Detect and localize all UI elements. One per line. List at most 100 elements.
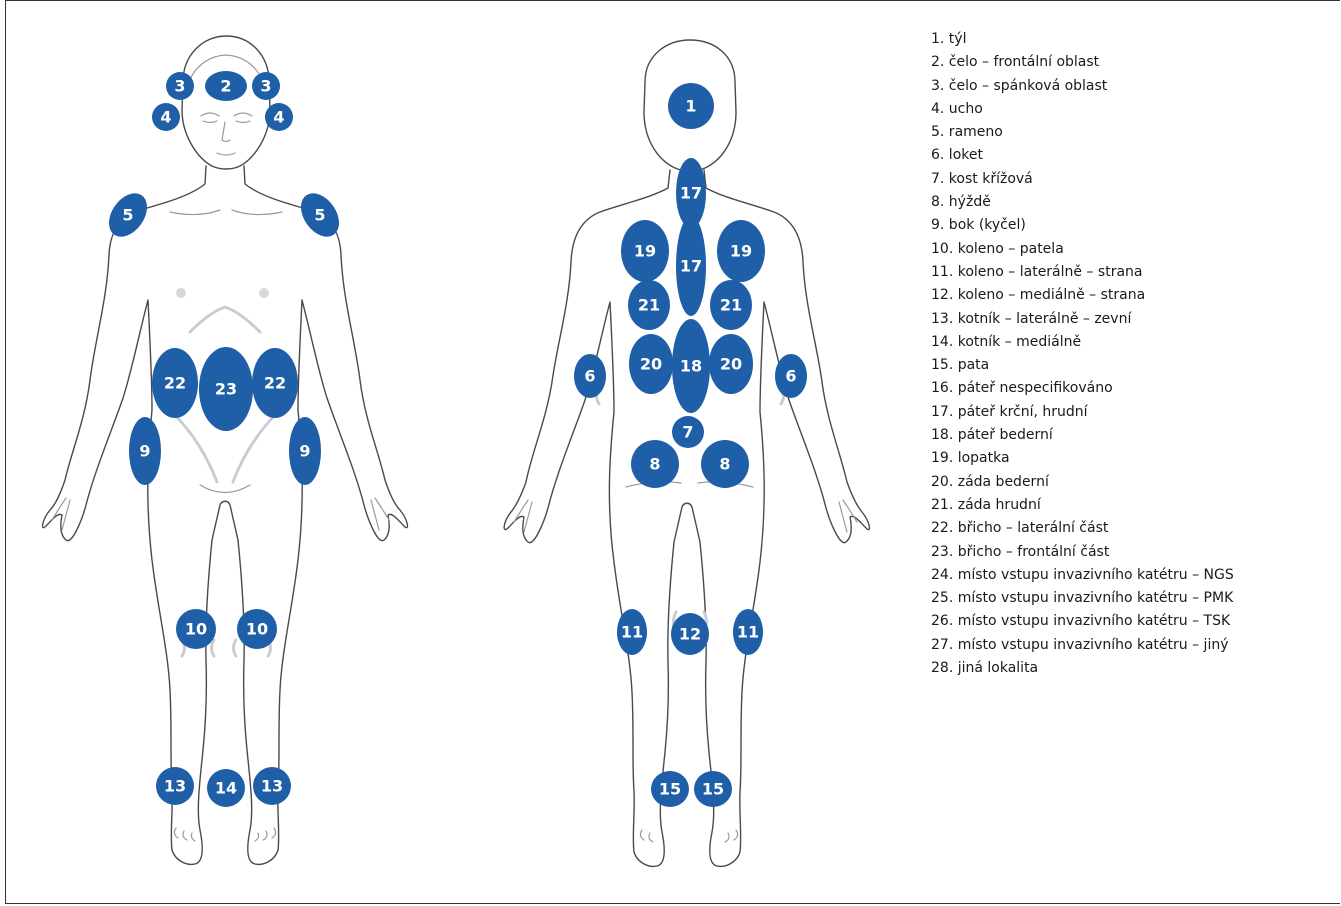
marker-back-19-right[interactable]: 19 <box>717 220 765 282</box>
marker-front-10-right[interactable]: 10 <box>176 609 216 649</box>
marker-front-22-right[interactable]: 22 <box>152 348 198 418</box>
marker-front-22-left[interactable]: 22 <box>252 348 298 418</box>
svg-text:8: 8 <box>649 455 660 474</box>
svg-text:9: 9 <box>299 442 310 461</box>
front-markers: 3 2 3 4 4 5 5 22 <box>101 71 347 807</box>
svg-text:18: 18 <box>680 357 702 376</box>
marker-front-9-left[interactable]: 9 <box>289 417 321 485</box>
svg-text:12: 12 <box>679 625 701 644</box>
legend-item: 18. páteř bederní <box>931 424 1234 447</box>
marker-back-7[interactable]: 7 <box>672 416 704 448</box>
legend-item: 3. čelo – spánková oblast <box>931 75 1234 98</box>
marker-back-12[interactable]: 12 <box>671 613 709 655</box>
marker-front-3-right[interactable]: 3 <box>166 72 194 100</box>
back-markers: 1 17 17 19 19 21 21 20 <box>574 83 807 807</box>
svg-text:21: 21 <box>638 296 660 315</box>
marker-back-15-right[interactable]: 15 <box>694 771 732 807</box>
marker-front-4-left[interactable]: 4 <box>265 103 293 131</box>
svg-text:23: 23 <box>215 380 237 399</box>
svg-text:5: 5 <box>122 206 133 225</box>
marker-front-13-left[interactable]: 13 <box>253 767 291 805</box>
legend-item: 28. jiná lokalita <box>931 657 1234 680</box>
svg-text:5: 5 <box>314 206 325 225</box>
front-nose <box>222 122 230 142</box>
legend-item: 5. rameno <box>931 121 1234 144</box>
svg-text:21: 21 <box>720 296 742 315</box>
svg-text:3: 3 <box>174 77 185 96</box>
marker-back-21-left[interactable]: 21 <box>628 280 670 330</box>
marker-back-6-left[interactable]: 6 <box>574 354 606 398</box>
svg-text:14: 14 <box>215 779 237 798</box>
svg-text:13: 13 <box>164 777 186 796</box>
legend-item: 19. lopatka <box>931 447 1234 470</box>
legend-item: 16. páteř nespecifikováno <box>931 377 1234 400</box>
svg-text:20: 20 <box>720 355 742 374</box>
svg-text:8: 8 <box>719 455 730 474</box>
svg-text:22: 22 <box>164 374 186 393</box>
legend-item: 20. záda bederní <box>931 471 1234 494</box>
legend-item: 22. břicho – laterální část <box>931 517 1234 540</box>
marker-front-5-left[interactable]: 5 <box>293 186 347 244</box>
marker-front-13-right[interactable]: 13 <box>156 767 194 805</box>
marker-back-11-left[interactable]: 11 <box>617 609 647 655</box>
svg-text:10: 10 <box>185 620 207 639</box>
svg-text:17: 17 <box>680 184 702 203</box>
legend-item: 15. pata <box>931 354 1234 377</box>
marker-back-20-right[interactable]: 20 <box>709 334 753 394</box>
legend-item: 2. čelo – frontální oblast <box>931 51 1234 74</box>
front-head-outline <box>182 36 270 169</box>
legend-item: 13. kotník – laterálně – zevní <box>931 308 1234 331</box>
marker-front-9-right[interactable]: 9 <box>129 417 161 485</box>
legend-item: 25. místo vstupu invazivního katétru – P… <box>931 587 1234 610</box>
legend-item: 27. místo vstupu invazivního katétru – j… <box>931 634 1234 657</box>
svg-text:19: 19 <box>634 242 656 261</box>
marker-back-17-thoracic[interactable]: 17 <box>676 216 706 316</box>
legend-item: 14. kotník – mediálně <box>931 331 1234 354</box>
marker-back-1[interactable]: 1 <box>668 83 714 129</box>
svg-text:10: 10 <box>246 620 268 639</box>
marker-back-6-right[interactable]: 6 <box>775 354 807 398</box>
legend-item: 1. týl <box>931 28 1234 51</box>
legend-item: 4. ucho <box>931 98 1234 121</box>
region-legend: 1. týl 2. čelo – frontální oblast 3. čel… <box>931 28 1234 680</box>
legend-item: 26. místo vstupu invazivního katétru – T… <box>931 610 1234 633</box>
marker-front-5-right[interactable]: 5 <box>101 186 155 244</box>
marker-back-15-left[interactable]: 15 <box>651 771 689 807</box>
marker-front-4-right[interactable]: 4 <box>152 103 180 131</box>
svg-text:4: 4 <box>273 108 284 127</box>
svg-text:15: 15 <box>702 780 724 799</box>
marker-front-2[interactable]: 2 <box>205 71 247 101</box>
marker-back-8-left[interactable]: 8 <box>631 440 679 488</box>
svg-text:6: 6 <box>584 367 595 386</box>
front-eyes <box>201 113 252 123</box>
marker-front-3-left[interactable]: 3 <box>252 72 280 100</box>
marker-front-23[interactable]: 23 <box>199 347 253 431</box>
legend-item: 17. páteř krční, hrudní <box>931 401 1234 424</box>
legend-item: 23. břicho – frontální část <box>931 541 1234 564</box>
marker-back-19-left[interactable]: 19 <box>621 220 669 282</box>
marker-back-8-right[interactable]: 8 <box>701 440 749 488</box>
legend-item: 12. koleno – mediálně – strana <box>931 284 1234 307</box>
legend-item: 9. bok (kyčel) <box>931 214 1234 237</box>
svg-text:7: 7 <box>682 423 693 442</box>
legend-item: 11. koleno – laterálně – strana <box>931 261 1234 284</box>
legend-item: 7. kost křížová <box>931 168 1234 191</box>
marker-front-10-left[interactable]: 10 <box>237 609 277 649</box>
legend-item: 8. hýždě <box>931 191 1234 214</box>
marker-back-21-right[interactable]: 21 <box>710 280 752 330</box>
svg-text:2: 2 <box>220 77 231 96</box>
legend-item: 21. záda hrudní <box>931 494 1234 517</box>
svg-text:19: 19 <box>730 242 752 261</box>
front-torso-outline <box>43 166 408 864</box>
marker-back-18[interactable]: 18 <box>672 319 710 413</box>
svg-text:15: 15 <box>659 780 681 799</box>
svg-text:11: 11 <box>621 623 643 642</box>
marker-front-14[interactable]: 14 <box>207 769 245 807</box>
svg-text:11: 11 <box>737 623 759 642</box>
marker-back-20-left[interactable]: 20 <box>629 334 673 394</box>
marker-back-11-right[interactable]: 11 <box>733 609 763 655</box>
svg-text:4: 4 <box>160 108 171 127</box>
svg-text:3: 3 <box>260 77 271 96</box>
svg-text:13: 13 <box>261 777 283 796</box>
legend-item: 10. koleno – patela <box>931 238 1234 261</box>
